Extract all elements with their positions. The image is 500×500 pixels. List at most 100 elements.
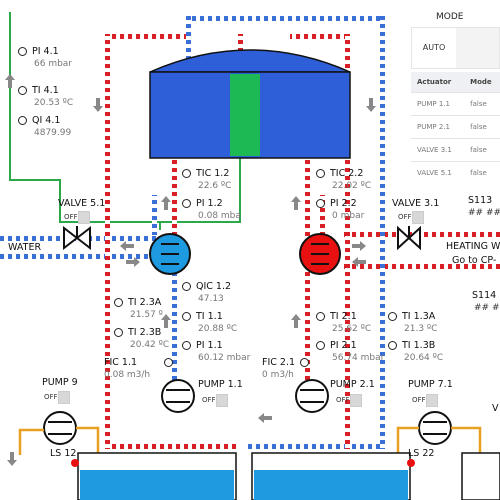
pi21-tag: PI 2.1 [330, 340, 357, 351]
actuator-header: Actuator [411, 72, 465, 93]
ti23b-tag-marker[interactable] [114, 328, 123, 337]
pi21-value: 56.74 mbar [332, 353, 385, 363]
pi22-tag: PI 2.2 [330, 198, 357, 209]
valve-5-1-toggle[interactable]: OFF [64, 211, 98, 224]
valve-3-1-label: VALVE 3.1 [392, 198, 440, 209]
ti13b-tag-marker[interactable] [388, 341, 397, 350]
pi11-value: 60.12 mbar [198, 353, 251, 363]
pump-1-1-toggle[interactable]: OFF [202, 394, 236, 407]
actuator-mode: false [464, 138, 500, 162]
pi21-tag-marker[interactable] [316, 341, 325, 350]
fic11-value: 0.08 m3/h [104, 370, 151, 380]
pi41-tag: PI 4.1 [32, 46, 59, 57]
mode-header: Mode [464, 72, 500, 93]
flow-arrows [5, 74, 376, 466]
mode-auto-option[interactable]: AUTO [412, 28, 456, 68]
pi12-value: 0.08 mba [198, 211, 241, 221]
goto-label: Go to CP- [452, 255, 497, 266]
pi41-tag-marker[interactable] [18, 47, 27, 56]
ti11-value: 20.88 ºC [198, 324, 238, 334]
heating-line-label: HEATING W [446, 241, 500, 252]
tic22-tag: TIC 2.2 [330, 168, 364, 179]
tank-level [230, 74, 260, 156]
ti41-tag: TI 4.1 [32, 85, 59, 96]
table-row[interactable]: PUMP 2.1 false [411, 115, 500, 139]
qi41-tag: QI 4.1 [32, 115, 61, 126]
pump-2-1-label: PUMP 2.1 [330, 379, 375, 390]
pi12-tag: PI 1.2 [196, 198, 223, 209]
tic12-tag: TIC 1.2 [196, 168, 230, 179]
pump-2-1-body [295, 379, 329, 413]
ti23b-value: 20.42 ºC [130, 340, 170, 350]
ti23a-tag-marker[interactable] [114, 298, 123, 307]
s114-tag: S114 [472, 290, 497, 301]
pi22-tag-marker[interactable] [316, 199, 325, 208]
ti11-tag-marker[interactable] [182, 312, 191, 321]
tank-dome [149, 49, 351, 73]
valve-5-1-label: VALVE 5.1 [58, 198, 106, 209]
actuator-name: PUMP 2.1 [411, 115, 465, 139]
fic21-value: 0 m3/h [262, 370, 294, 380]
qic12-value: 47.13 [198, 294, 224, 304]
pump-1-1-label: PUMP 1.1 [198, 379, 243, 390]
actuator-name: VALVE 3.1 [411, 138, 465, 162]
pump-9-toggle[interactable]: OFF [44, 391, 78, 404]
pump-9-body [43, 411, 77, 445]
pump-2-1-toggle[interactable]: OFF [336, 394, 370, 407]
pump-7-1-label: PUMP 7.1 [408, 379, 453, 390]
tic22-tag-marker[interactable] [316, 169, 325, 178]
ls12-label: LS 12 [50, 448, 77, 459]
pi11-tag-marker[interactable] [182, 341, 191, 350]
pipe-red-top-right [290, 34, 345, 39]
pi12-tag-marker[interactable] [182, 199, 191, 208]
actuator-mode: false [464, 161, 500, 184]
actuator-name: PUMP 1.1 [411, 92, 465, 116]
ti23a-value: 21.57 º [130, 310, 163, 320]
ti13b-tag: TI 1.3B [402, 340, 436, 351]
qi41-tag-marker[interactable] [18, 116, 27, 125]
fic21-tag-marker[interactable] [300, 358, 309, 367]
ls22-label: LS 22 [408, 448, 435, 459]
pipe-red-top-left [105, 34, 190, 39]
qic12-tag: QIC 1.2 [196, 281, 232, 292]
tic12-tag-marker[interactable] [182, 169, 191, 178]
pump-1-1-body [161, 379, 195, 413]
mode-title: MODE [436, 12, 464, 22]
ti13a-value: 21.3 ºC [404, 324, 438, 334]
v-partial-label: V [492, 403, 499, 414]
water-line-label: WATER [8, 242, 42, 253]
ls12-indicator [71, 459, 79, 467]
s114-value: ## ## [474, 303, 500, 313]
table-row[interactable]: VALVE 3.1 false [411, 138, 500, 162]
ti41-value: 20.53 ºC [34, 98, 74, 108]
ti41-tag-marker[interactable] [18, 86, 27, 95]
table-row[interactable]: PUMP 1.1 false [411, 92, 500, 116]
actuator-name: VALVE 5.1 [411, 161, 465, 184]
tic22-value: 22.02 ºC [332, 181, 372, 191]
pump-9-label: PUMP 9 [42, 377, 78, 388]
actuator-table: Actuator Mode PUMP 1.1 false PUMP 2.1 fa… [411, 72, 500, 184]
valve-3-1-toggle[interactable]: OFF [398, 211, 432, 224]
s113-value: ## ## [468, 208, 500, 218]
qic12-tag-marker[interactable] [182, 282, 191, 291]
ti11-tag: TI 1.1 [196, 311, 223, 322]
ti21-value: 25.62 ºC [332, 324, 372, 334]
pi22-value: 0 mbar [332, 211, 365, 221]
fic11-tag: FIC 1.1 [104, 357, 138, 368]
ti13a-tag-marker[interactable] [388, 312, 397, 321]
ti23b-tag: TI 2.3B [128, 327, 162, 338]
actuator-mode: false [464, 115, 500, 139]
ls22-indicator [407, 459, 415, 467]
table-row[interactable]: VALVE 5.1 false [411, 161, 500, 184]
pi41-value: 66 mbar [34, 59, 73, 69]
pump-7-1-toggle[interactable]: OFF [412, 394, 446, 407]
aux-pipe-left [18, 428, 44, 455]
pump-7-1-body [418, 411, 452, 445]
ti21-tag: TI 2.1 [330, 311, 357, 322]
fic11-tag-marker[interactable] [164, 358, 173, 367]
tic12-value: 22.6 ºC [198, 181, 232, 191]
ti21-tag-marker[interactable] [316, 312, 325, 321]
pi11-tag: PI 1.1 [196, 340, 223, 351]
ti13b-value: 20.64 ºC [404, 353, 444, 363]
